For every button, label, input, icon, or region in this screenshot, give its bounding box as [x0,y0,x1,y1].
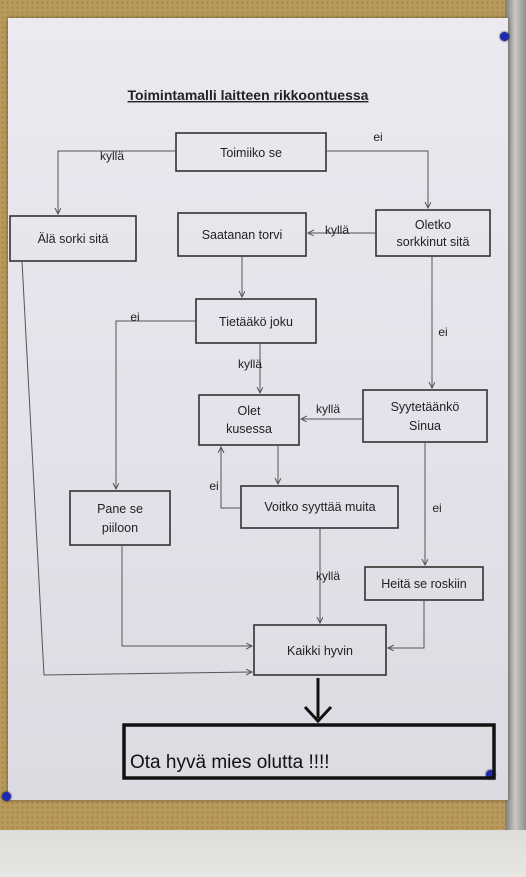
pin-icon [486,770,495,779]
node-label: Heitä se roskiin [381,577,466,591]
edge-toimiiko-ei [326,150,428,208]
edge-label: kyllä [316,402,340,416]
edge-label: kyllä [100,149,124,163]
edge-label: ei [130,310,139,324]
pin-icon [500,32,509,41]
node-label: Olet [238,404,261,418]
pin-icon [2,792,11,801]
node-label: Tietääkö joku [219,315,293,329]
node-label: Oletko [415,218,451,232]
node-pane-piiloon: Pane se piiloon [69,490,171,546]
node-label: kusessa [226,422,272,436]
node-label: Kaikki hyvin [287,644,353,658]
page-title: Toimintamalli laitteen rikkoontuessa [128,87,369,103]
node-label: Sinua [409,419,441,433]
node-syytetaanko: Syytetäänkö Sinua [362,389,488,443]
hand-arrow-head-icon [303,705,333,724]
edge-label: kyllä [238,357,262,371]
edge-tietaako-ei [116,320,196,489]
edge-toimiiko-kylla [58,150,176,214]
node-label: Toimiiko se [220,146,282,160]
node-saatanan-torvi: Saatanan torvi [177,212,307,257]
node-voitko: Voitko syyttää muita [240,485,399,529]
node-toimiiko: Toimiiko se [175,132,327,172]
edge-label: kyllä [325,223,349,237]
edge-label: ei [373,130,382,144]
edge-voitko-ei [221,447,241,509]
node-tietaako: Tietääkö joku [195,298,317,344]
edge-label: ei [438,325,447,339]
node-label: piiloon [102,521,138,535]
node-label: Voitko syyttää muita [264,500,375,514]
node-ala-sorki: Älä sorki sitä [9,215,137,262]
node-label: sorkkinut sitä [397,235,470,249]
node-label: Pane se [97,502,143,516]
node-label: Saatanan torvi [202,228,283,242]
bottom-note-text: Ota hyvä mies olutta !!!! [130,752,330,773]
bottom-note-box [122,723,496,780]
node-label: Älä sorki sitä [38,232,109,246]
edge-alasorki-kaikki [21,260,252,675]
edge-label: kyllä [316,569,340,583]
edge-label: ei [209,479,218,493]
edge-label: ei [432,501,441,515]
board-frame [505,0,526,830]
edge-heita-kaikki [388,600,425,648]
paper-sheet [8,18,508,800]
edge-pane-kaikki [121,545,252,646]
node-heita: Heitä se roskiin [364,566,484,601]
node-oletko: Oletko sorkkinut sitä [375,209,491,257]
node-kaikki-hyvin: Kaikki hyvin [253,624,387,676]
node-label: Syytetäänkö [391,400,460,414]
node-olet-kusessa: Olet kusessa [198,394,300,446]
